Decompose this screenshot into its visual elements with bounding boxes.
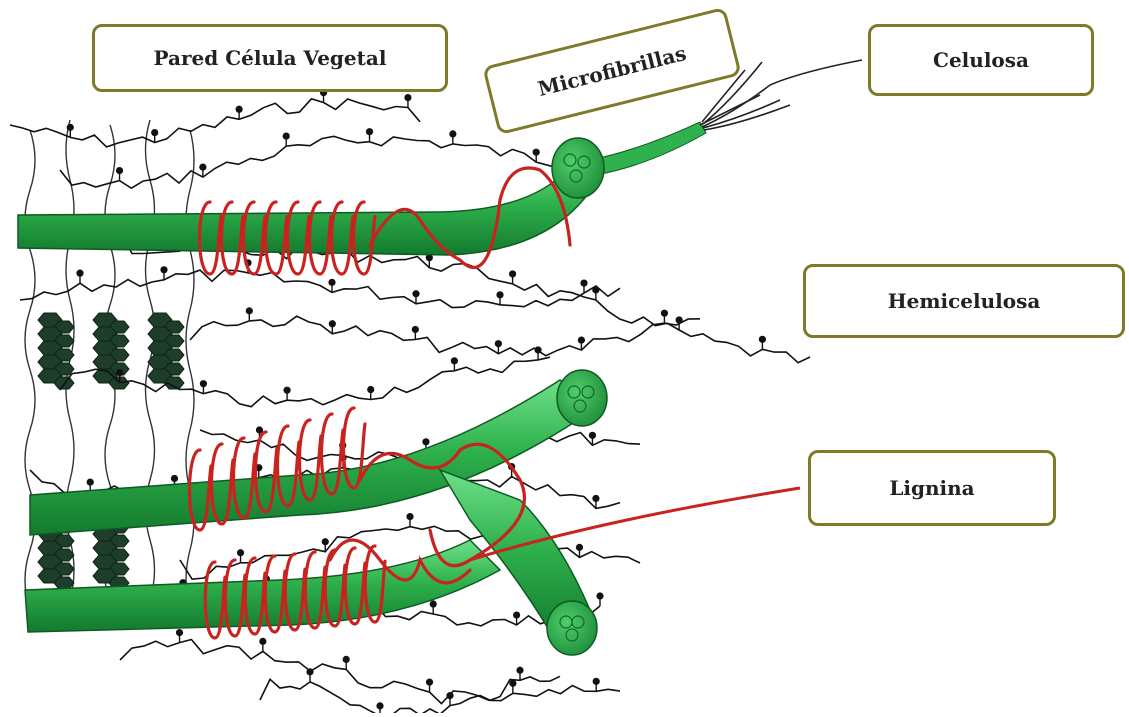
pectin-hexagon	[54, 377, 74, 389]
hemicellulose-bead	[116, 167, 123, 174]
hemicellulose-bead	[759, 336, 766, 343]
label-lignina: Lignina	[808, 450, 1056, 526]
hemicellulose-bead	[576, 544, 583, 551]
hemicellulose-bead	[176, 629, 183, 636]
hemicellulose-bead	[509, 680, 516, 687]
hemicellulose-bead	[160, 266, 167, 273]
hemicellulose-bead	[236, 106, 243, 113]
hemicellulose-bead	[76, 270, 83, 277]
hemicellulose-bead	[533, 149, 540, 156]
hemicellulose-chain	[10, 99, 420, 147]
hemicellulose-bead	[426, 679, 433, 686]
hemicellulose-bead	[116, 369, 123, 376]
hemicellulose-bead	[446, 692, 453, 699]
microfibril-cap-middle	[557, 370, 607, 426]
label-celulosa: Celulosa	[868, 24, 1094, 96]
hemicellulose-bead	[322, 538, 329, 545]
hemicellulose-chain	[60, 357, 550, 407]
hemicellulose-bead	[376, 702, 383, 709]
hemicellulose-chain	[120, 640, 620, 704]
hemicellulose-bead	[283, 133, 290, 140]
hemicellulose-bead	[513, 611, 520, 618]
microfibril-cap-top	[552, 138, 604, 198]
hemicellulose-chain	[190, 316, 700, 356]
hemicellulose-bead	[422, 438, 429, 445]
hemicellulose-bead	[596, 592, 603, 599]
hemicellulose-bead	[580, 279, 587, 286]
hemicellulose-bead	[259, 638, 266, 645]
label-pared-celula-vegetal: Pared Célula Vegetal	[92, 24, 448, 92]
cellulose-fibril-stem	[590, 122, 706, 175]
hemicellulose-bead	[449, 130, 456, 137]
hemicellulose-bead	[329, 320, 336, 327]
hemicellulose-bead	[516, 667, 523, 674]
hemicellulose-bead	[171, 475, 178, 482]
hemicellulose-bead	[412, 290, 419, 297]
hemicellulose-bead	[592, 495, 599, 502]
hemicellulose-bead	[246, 307, 253, 314]
hemicellulose-bead	[200, 380, 207, 387]
hemicellulose-bead	[593, 678, 600, 685]
hemicellulose-chain	[20, 270, 620, 308]
hemicellulose-bead	[412, 326, 419, 333]
hemicellulose-bead	[343, 656, 350, 663]
hemicellulose-bead	[496, 291, 503, 298]
hemicellulose-bead	[534, 346, 541, 353]
hemicellulose-bead	[430, 600, 437, 607]
hemicellulose-bead	[495, 340, 502, 347]
hemicellulose-bead	[306, 668, 313, 675]
hemicellulose-bead	[367, 386, 374, 393]
hemicellulose-bead	[406, 513, 413, 520]
hemicellulose-bead	[87, 479, 94, 486]
hemicellulose-bead	[199, 164, 206, 171]
hemicellulose-bead	[451, 357, 458, 364]
hemicellulose-bead	[283, 387, 290, 394]
hemicellulose-bead	[661, 310, 668, 317]
hemicellulose-bead	[67, 124, 74, 131]
hemicellulose-chain	[60, 136, 560, 188]
microfibril-cap-bottom	[547, 601, 597, 655]
hemicellulose-bead	[366, 128, 373, 135]
pectin-clusters	[38, 313, 184, 589]
hemicellulose-bead	[509, 270, 516, 277]
label-hemicelulosa: Hemicelulosa	[803, 264, 1125, 338]
hemicellulose-bead	[404, 94, 411, 101]
hemicellulose-bead	[589, 432, 596, 439]
hemicellulose-bead	[328, 279, 335, 286]
hemicellulose-bead	[578, 337, 585, 344]
pectin-hexagon	[54, 577, 74, 589]
hemicellulose-bead	[151, 129, 158, 136]
hemicellulose-bead	[237, 549, 244, 556]
